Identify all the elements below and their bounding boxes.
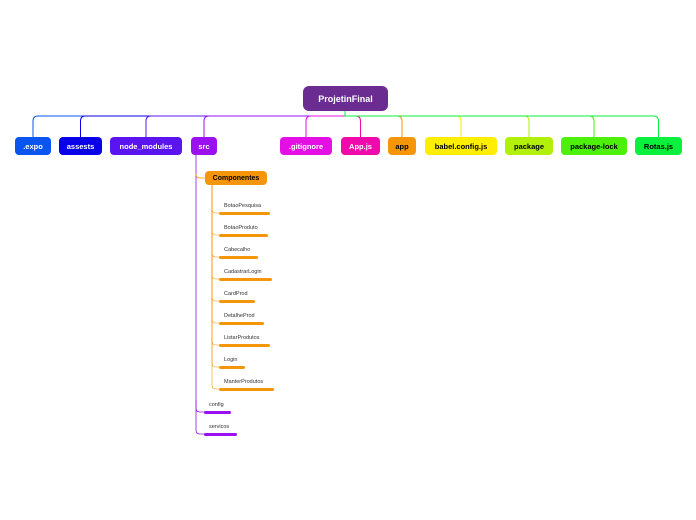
connector-cadastrarlogin: [211, 185, 220, 280]
branch-label: Rotas.js: [643, 141, 674, 151]
connector-src-servicos: [195, 155, 205, 435]
componentes-label: Componentes: [212, 174, 260, 182]
component-login-label[interactable]: Login: [224, 357, 238, 363]
component-cardprod-underline: [219, 300, 255, 303]
connector-manterprodutos: [211, 185, 220, 390]
branch-rotas-js-node[interactable]: Rotas.js: [635, 137, 682, 155]
connector-node-modules: [145, 111, 346, 137]
connector-babel-config-js: [344, 111, 462, 137]
component-botaopesquisa-label[interactable]: BotaoPesquisa: [224, 203, 261, 209]
component-cadastrarlogin-label[interactable]: CadastrarLogin: [224, 269, 262, 275]
connector-rotas-js: [344, 111, 659, 137]
src-item-config-label[interactable]: config: [209, 402, 224, 408]
connector-cabecalho: [211, 185, 220, 258]
branch-assests-node[interactable]: assests: [59, 137, 102, 155]
component-listarprodutos-label[interactable]: ListarProdutos: [224, 335, 260, 341]
component-listarprodutos-underline: [219, 344, 270, 347]
connector-src: [203, 111, 346, 137]
src-item-config-underline: [204, 411, 231, 414]
branch-package-lock-node[interactable]: package-lock: [561, 137, 627, 155]
branch-label: .gitignore: [288, 141, 324, 151]
connector-gitignore: [305, 111, 346, 137]
connector-assests: [80, 111, 346, 137]
branch-node-modules-node[interactable]: node_modules: [110, 137, 182, 155]
branch-label: App.js: [349, 141, 372, 151]
connector-src-componentes: [195, 173, 205, 179]
component-manterprodutos-label[interactable]: ManterProdutos: [224, 379, 264, 385]
componentes-node[interactable]: Componentes: [205, 171, 267, 185]
connector-botaopesquisa: [211, 185, 220, 214]
connector-package-lock: [344, 111, 595, 137]
branch-label: node_modules: [119, 141, 173, 151]
branch-app-js-node[interactable]: App.js: [341, 137, 380, 155]
connector-cardprod: [211, 185, 220, 302]
connector-expo: [32, 111, 346, 137]
component-manterprodutos-underline: [219, 388, 274, 391]
component-cabecalho-label[interactable]: Cabecalho: [224, 247, 251, 253]
connector-package: [344, 111, 530, 137]
component-botaoproduto-underline: [219, 234, 268, 237]
branch-package-node[interactable]: package: [505, 137, 553, 155]
connector-src-config: [195, 400, 205, 413]
component-detalheprod-label[interactable]: DetalheProd: [224, 313, 255, 319]
branch-expo-node[interactable]: .expo: [15, 137, 51, 155]
branch-label: assests: [66, 141, 95, 151]
branch-app-node[interactable]: app: [388, 137, 416, 155]
src-item-servicos-underline: [204, 433, 237, 436]
component-cadastrarlogin-underline: [219, 278, 272, 281]
component-cabecalho-underline: [219, 256, 258, 259]
connector-app-js: [344, 111, 361, 137]
branch-label: app: [395, 141, 409, 151]
connector-app: [344, 111, 403, 137]
branch-label: babel.config.js: [434, 141, 488, 151]
component-detalheprod-underline: [219, 322, 264, 325]
root-label: ProjetinFinal: [318, 93, 373, 104]
component-login-underline: [219, 366, 245, 369]
branch-babel-config-js-node[interactable]: babel.config.js: [425, 137, 497, 155]
connector-listarprodutos: [211, 185, 220, 346]
branch-label: src: [198, 141, 210, 151]
component-botaopesquisa-underline: [219, 212, 270, 215]
branch-src-node[interactable]: src: [191, 137, 217, 155]
branch-label: .expo: [23, 141, 43, 151]
src-item-servicos-label[interactable]: servicos: [209, 424, 230, 430]
branch-label: package: [513, 141, 545, 151]
component-cardprod-label[interactable]: CardProd: [224, 291, 248, 297]
root-node[interactable]: ProjetinFinal: [303, 86, 388, 111]
component-botaoproduto-label[interactable]: BotaoProduto: [224, 225, 258, 231]
branch-label: package-lock: [570, 141, 618, 151]
branch-gitignore-node[interactable]: .gitignore: [280, 137, 332, 155]
connector-botaoproduto: [211, 185, 220, 236]
